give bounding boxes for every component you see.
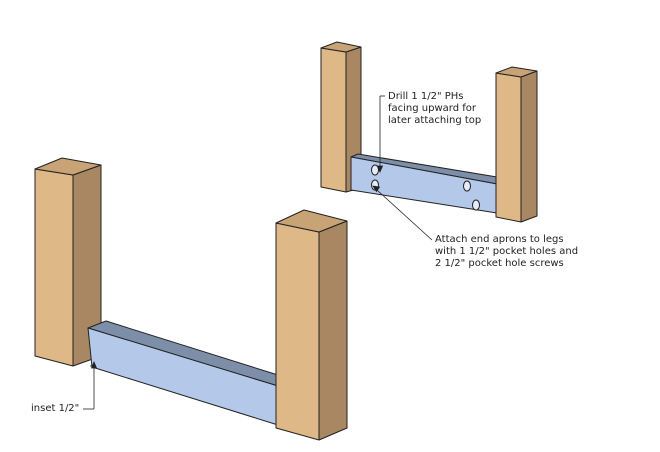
inset-note: inset 1/2" xyxy=(31,403,79,415)
drill-note-line-2: facing upward for xyxy=(388,103,476,114)
drill-note-line-1: Drill 1 1/2" PHs xyxy=(388,91,464,102)
rear-end-assembly xyxy=(320,41,538,223)
rear-apron xyxy=(350,153,498,214)
leader-lines xyxy=(83,95,433,410)
front-end-assembly xyxy=(34,157,348,441)
attach-note: Attach end aprons to legs with 1 1/2" po… xyxy=(435,234,578,270)
attach-note-line-2: with 1 1/2" pocket holes and xyxy=(435,246,579,257)
drill-note-line-3: later attaching top xyxy=(388,115,482,126)
attach-note-line-3: 2 1/2" pocket hole screws xyxy=(435,258,564,269)
front-left-leg xyxy=(34,157,102,367)
pocket-hole xyxy=(371,164,379,176)
rear-left-leg xyxy=(320,41,362,193)
rear-right-leg xyxy=(495,66,538,223)
pocket-hole xyxy=(463,180,471,192)
inset-note-text: inset 1/2" xyxy=(31,403,80,414)
front-right-leg xyxy=(275,209,348,441)
pocket-hole xyxy=(472,199,480,211)
drill-note: Drill 1 1/2" PHs facing upward for later… xyxy=(388,91,481,127)
attach-note-line-1: Attach end aprons to legs xyxy=(435,234,564,245)
front-apron xyxy=(87,320,279,426)
